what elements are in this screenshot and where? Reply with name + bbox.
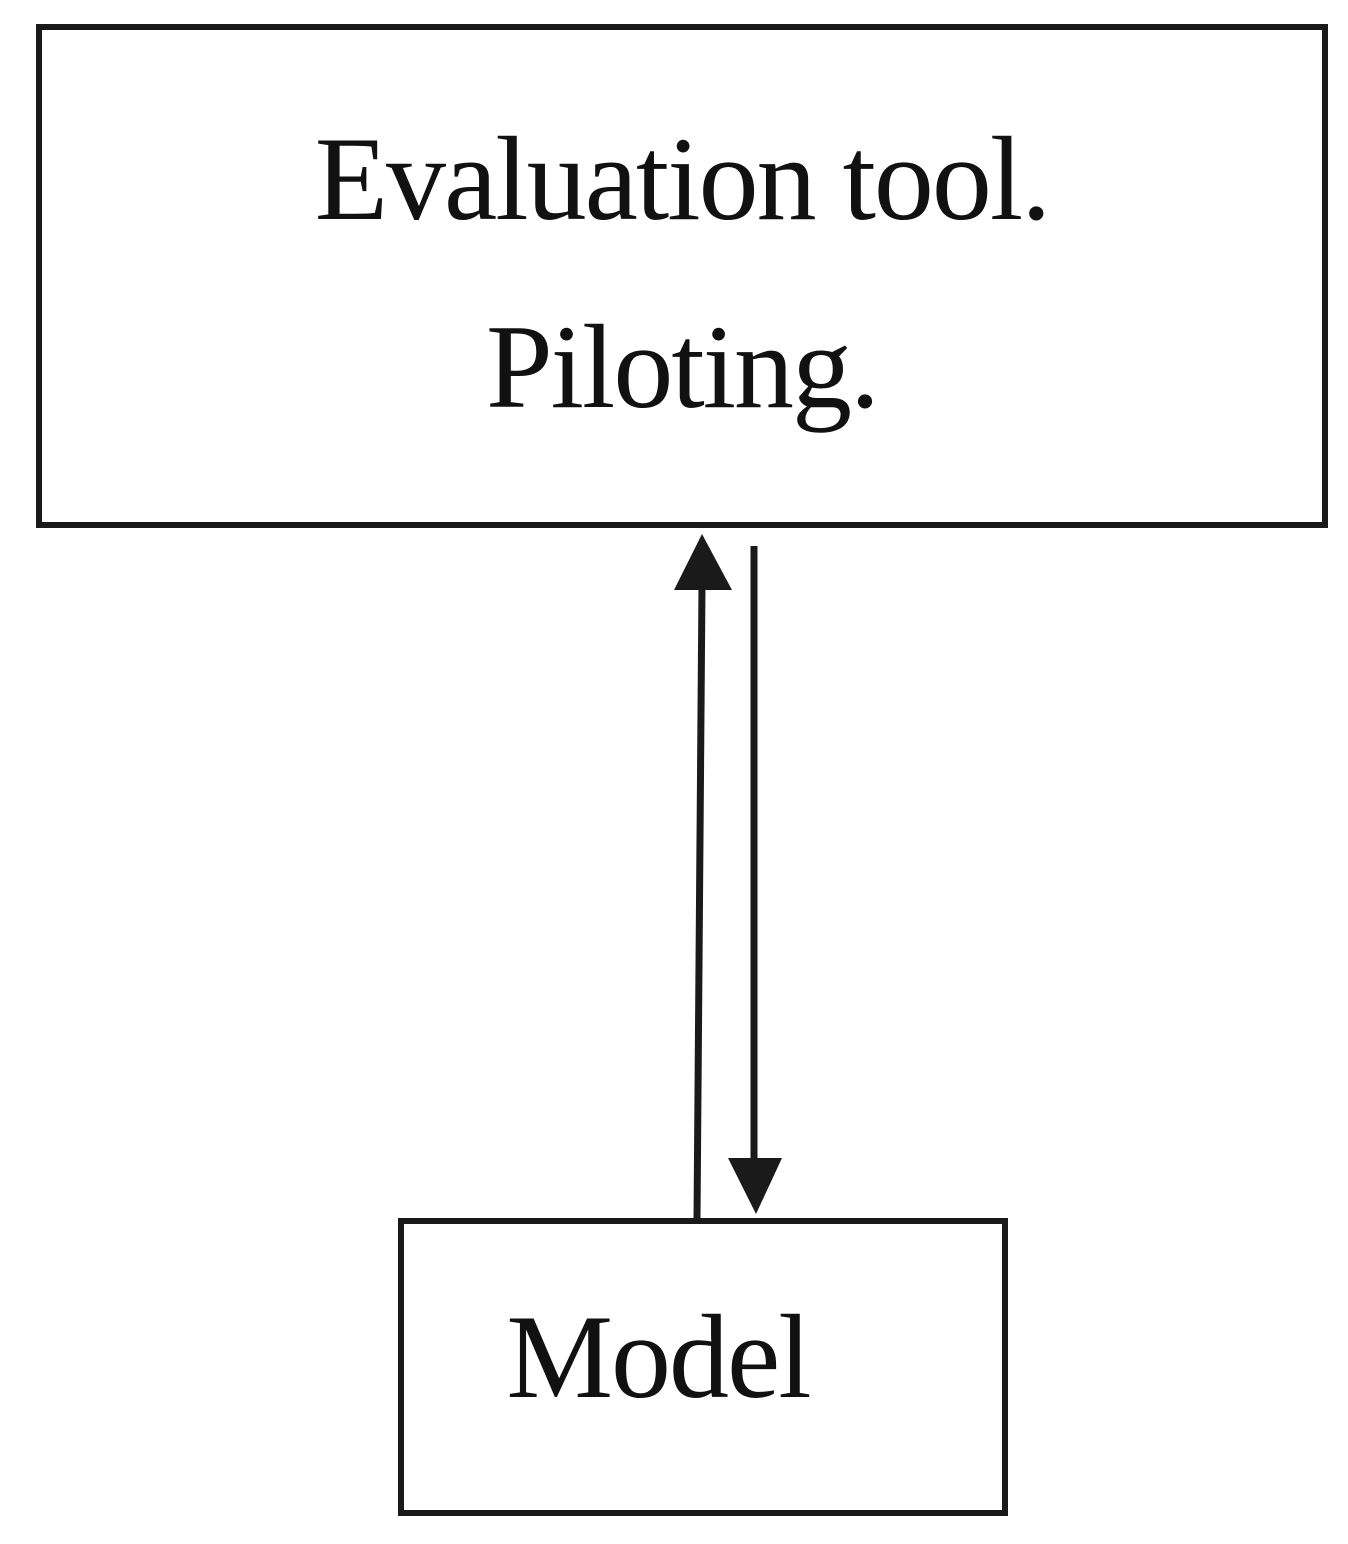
evaluation-tool-label: Evaluation tool. — [314, 112, 1052, 245]
evaluation-tool-box: Evaluation tool. Piloting. — [36, 24, 1328, 528]
model-label: Model — [506, 1290, 811, 1423]
arrow-evaluation-to-model — [728, 546, 782, 1214]
model-box: Model — [398, 1218, 1008, 1516]
piloting-label: Piloting. — [485, 300, 880, 433]
arrow-model-to-evaluation — [674, 534, 732, 1219]
arrow-down-head — [728, 1158, 782, 1214]
arrow-up-head — [674, 534, 732, 590]
arrow-up-shaft — [693, 584, 706, 1219]
